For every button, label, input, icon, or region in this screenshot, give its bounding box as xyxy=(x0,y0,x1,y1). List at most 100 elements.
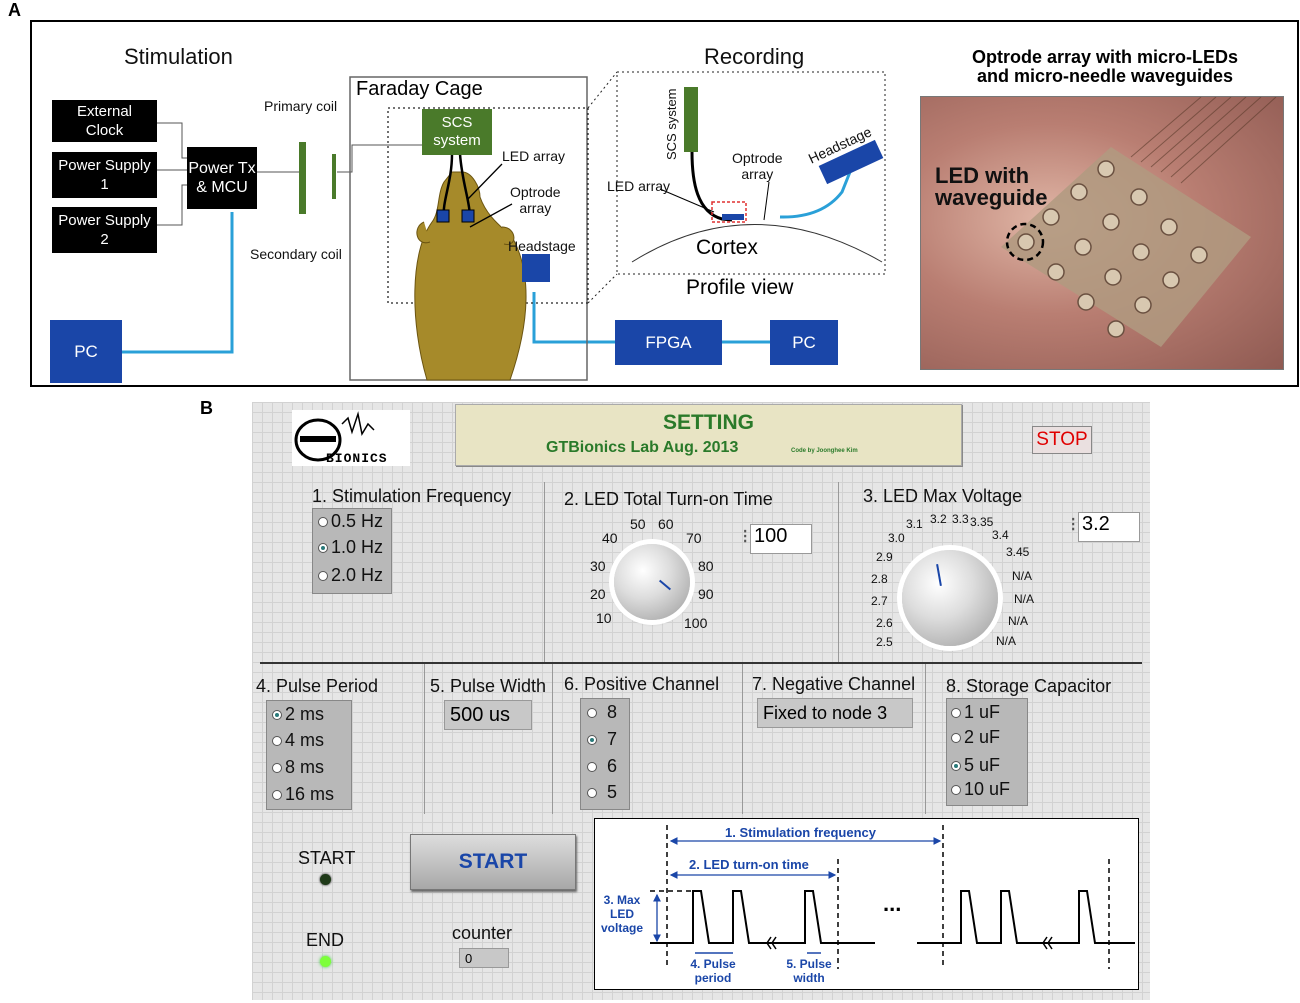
led-voltage-stepper-icon[interactable]: ⁝ xyxy=(1070,514,1077,536)
headstage-label: Headstage xyxy=(508,238,576,254)
option-label: 2 ms xyxy=(285,704,325,724)
stim-frequency-radio-group: 0.5 Hz 1.0 Hz 2.0 Hz xyxy=(312,508,392,594)
tick-label: 3.45 xyxy=(1006,545,1030,559)
radio-icon xyxy=(587,707,597,718)
stop-button[interactable]: STOP xyxy=(1032,426,1092,454)
radio-icon xyxy=(587,761,597,772)
start-button[interactable]: START xyxy=(410,834,576,890)
positive-channel-option[interactable]: 6 xyxy=(587,756,617,777)
tick-label: 2.5 xyxy=(876,635,893,649)
option-label: 7 xyxy=(607,729,618,749)
pulse-width-display: 500 us xyxy=(444,700,532,730)
tick-label: N/A xyxy=(1014,592,1035,606)
separator xyxy=(742,664,743,814)
pulse-period-option[interactable]: 8 ms xyxy=(272,757,324,778)
radio-selected-icon xyxy=(272,709,282,720)
tick-label: 40 xyxy=(602,530,618,546)
led-time-stepper-icon[interactable]: ⁝ xyxy=(742,526,749,548)
negative-channel-title: 7. Negative Channel xyxy=(752,674,916,694)
tick-label: 30 xyxy=(590,558,606,574)
tick-label: 2.6 xyxy=(876,616,893,630)
power-supply-2-block: Power Supply 2 xyxy=(52,207,157,253)
setting-subtitle: GTBionics Lab Aug. 2013 xyxy=(546,439,739,456)
primary-coil-label: Primary coil xyxy=(264,98,338,114)
negative-channel-display: Fixed to node 3 xyxy=(757,698,913,728)
optrode-array-image xyxy=(1001,97,1277,347)
tick-label: 100 xyxy=(684,615,708,631)
panel-a-label: A xyxy=(8,0,21,20)
storage-cap-title: 8. Storage Capacitor xyxy=(946,676,1112,696)
stimulation-heading: Stimulation xyxy=(124,44,233,69)
radio-selected-icon xyxy=(587,734,597,745)
power-tx-mcu-block: Power Tx & MCU xyxy=(187,147,257,209)
tick-label: 80 xyxy=(698,558,714,574)
pulse-period-radio-group: 2 ms 4 ms 8 ms 16 ms xyxy=(266,700,352,810)
tick-label: 2.7 xyxy=(871,594,888,608)
knob-needle xyxy=(658,579,672,591)
led-time-knob[interactable] xyxy=(614,544,690,620)
tick-label: 90 xyxy=(698,586,714,602)
positive-channel-option[interactable]: 7 xyxy=(587,729,617,750)
stim-frequency-option[interactable]: 2.0 Hz xyxy=(318,565,383,586)
wave-stim-frequency-label: 1. Stimulation frequency xyxy=(725,825,876,840)
pulse-period-option[interactable]: 2 ms xyxy=(272,704,324,725)
section-divider xyxy=(260,662,1142,664)
pc-right-block: PC xyxy=(770,320,838,365)
led-array-label: LED array xyxy=(502,148,566,164)
panel-b-label: B xyxy=(200,398,213,418)
led-waveguide-annotation: LED with waveguide xyxy=(935,163,1048,210)
pulse-period-option[interactable]: 16 ms xyxy=(272,784,334,805)
labview-front-panel: BIONICS SETTING GTBionics Lab Aug. 2013 … xyxy=(252,402,1150,1000)
radio-icon xyxy=(951,784,961,795)
option-label: 4 ms xyxy=(285,730,325,750)
positive-channel-radio-group: 8 7 6 5 xyxy=(580,698,630,810)
tick-label: 2.9 xyxy=(876,550,893,564)
primary-coil xyxy=(299,142,306,214)
tick-label: 10 xyxy=(596,610,612,626)
stim-frequency-option[interactable]: 0.5 Hz xyxy=(318,511,383,532)
led-time-input[interactable]: 100 xyxy=(750,524,812,554)
storage-cap-option[interactable]: 1 uF xyxy=(951,702,1000,723)
start-led-icon xyxy=(320,874,331,885)
tick-label: 3.3 xyxy=(952,512,969,526)
radio-icon xyxy=(272,789,282,800)
storage-cap-option[interactable]: 2 uF xyxy=(951,727,1000,748)
separator xyxy=(424,664,425,814)
led-voltage-knob[interactable] xyxy=(902,550,998,646)
tick-label: 2.8 xyxy=(871,572,888,586)
storage-cap-option[interactable]: 5 uF xyxy=(951,755,1000,776)
scs-system-block: SCS system xyxy=(422,109,492,155)
pc-left-block: PC xyxy=(50,320,122,383)
radio-icon xyxy=(587,787,597,798)
separator xyxy=(838,482,839,662)
positive-channel-option[interactable]: 8 xyxy=(587,702,617,723)
scs-system-vertical-label: SCS system xyxy=(664,88,679,160)
tick-label: 3.1 xyxy=(906,517,923,531)
end-indicator-label: END xyxy=(306,930,345,950)
secondary-coil xyxy=(332,154,336,199)
gtbionics-logo: BIONICS xyxy=(292,410,410,466)
photo-title: Optrode array with micro-LEDs and micro-… xyxy=(971,47,1239,86)
radio-icon xyxy=(318,516,328,527)
optrode-photo: LED with waveguide xyxy=(920,96,1284,370)
waveform-svg xyxy=(650,825,1135,969)
external-clock-block: External Clock xyxy=(52,100,157,142)
option-label: 1 uF xyxy=(964,702,1001,722)
radio-icon xyxy=(951,707,961,718)
counter-label: counter xyxy=(452,923,513,943)
counter-display: 0 xyxy=(459,948,509,968)
cortex-label: Cortex xyxy=(696,236,758,259)
pulse-width-title: 5. Pulse Width xyxy=(430,676,547,696)
radio-icon xyxy=(272,762,282,773)
pulse-period-option[interactable]: 4 ms xyxy=(272,730,324,751)
wave-pulse-period-label: 4. Pulse period xyxy=(690,957,736,985)
tick-label: N/A xyxy=(996,634,1017,648)
storage-cap-option[interactable]: 10 uF xyxy=(951,779,1010,800)
positive-channel-title: 6. Positive Channel xyxy=(564,674,720,694)
option-label: 10 uF xyxy=(964,779,1011,799)
stim-frequency-option[interactable]: 1.0 Hz xyxy=(318,537,383,558)
waveform-diagram: 1. Stimulation frequency 2. LED turn-on … xyxy=(594,818,1139,990)
led-voltage-input[interactable]: 3.2 xyxy=(1078,512,1140,542)
positive-channel-option[interactable]: 5 xyxy=(587,782,617,803)
option-label: 2 uF xyxy=(964,727,1001,747)
